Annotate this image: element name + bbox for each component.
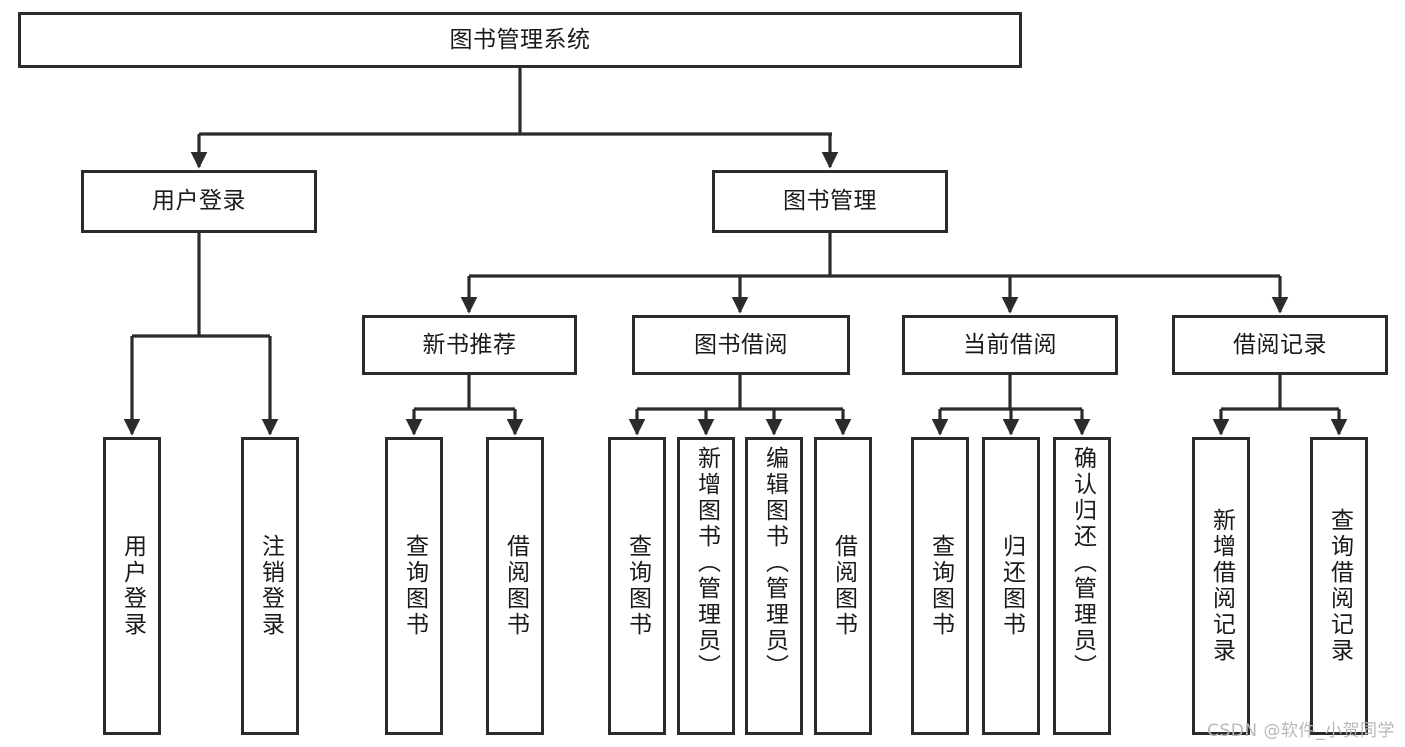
node-book-manage[interactable]: 图书管理 xyxy=(712,170,948,233)
node-user-login[interactable]: 用户登录 xyxy=(81,170,317,233)
node-label: 新书推荐 xyxy=(422,331,517,358)
node-label: 确认归还（管理员） xyxy=(1069,446,1096,680)
node-borrow-record[interactable]: 借阅记录 xyxy=(1172,315,1388,375)
node-book-borrow[interactable]: 图书借阅 xyxy=(632,315,850,375)
node-leaf-add-borrow-record[interactable]: 新增借阅记录 xyxy=(1192,437,1250,735)
node-label: 借阅图书 xyxy=(502,534,529,638)
node-label: 当前借阅 xyxy=(963,331,1057,358)
node-label: 新增图书（管理员） xyxy=(693,446,720,680)
node-label: 图书管理系统 xyxy=(449,26,591,53)
node-current-borrow[interactable]: 当前借阅 xyxy=(902,315,1118,375)
node-label: 查询借阅记录 xyxy=(1326,508,1353,664)
node-label: 新增借阅记录 xyxy=(1208,508,1235,664)
node-label: 编辑图书（管理员） xyxy=(761,446,788,680)
node-label: 借阅记录 xyxy=(1233,331,1327,358)
node-leaf-borrow-book-1[interactable]: 借阅图书 xyxy=(486,437,544,735)
node-label: 图书管理 xyxy=(783,188,877,215)
node-label: 用户登录 xyxy=(152,188,246,215)
node-label: 查询图书 xyxy=(401,534,428,638)
node-leaf-query-borrow-record[interactable]: 查询借阅记录 xyxy=(1310,437,1368,735)
node-leaf-logout[interactable]: 注销登录 xyxy=(241,437,299,735)
node-new-book-recommend[interactable]: 新书推荐 xyxy=(362,315,577,375)
node-label: 注销登录 xyxy=(257,534,284,638)
node-label: 归还图书 xyxy=(998,534,1025,638)
node-label: 图书借阅 xyxy=(694,331,788,358)
node-leaf-query-book-2[interactable]: 查询图书 xyxy=(608,437,666,735)
node-label: 查询图书 xyxy=(927,534,954,638)
node-label: 查询图书 xyxy=(624,534,651,638)
node-label: 用户登录 xyxy=(119,534,146,638)
node-root-system[interactable]: 图书管理系统 xyxy=(18,12,1022,68)
node-leaf-add-book[interactable]: 新增图书（管理员） xyxy=(677,437,735,735)
node-leaf-query-book-3[interactable]: 查询图书 xyxy=(911,437,969,735)
node-leaf-query-book-1[interactable]: 查询图书 xyxy=(385,437,443,735)
csdn-watermark: CSDN @软件_小贺同学 xyxy=(1207,721,1395,741)
node-label: 借阅图书 xyxy=(830,534,857,638)
node-leaf-borrow-book-2[interactable]: 借阅图书 xyxy=(814,437,872,735)
node-leaf-user-login[interactable]: 用户登录 xyxy=(103,437,161,735)
node-leaf-edit-book[interactable]: 编辑图书（管理员） xyxy=(745,437,803,735)
node-leaf-confirm-return[interactable]: 确认归还（管理员） xyxy=(1053,437,1111,735)
node-leaf-return-book[interactable]: 归还图书 xyxy=(982,437,1040,735)
